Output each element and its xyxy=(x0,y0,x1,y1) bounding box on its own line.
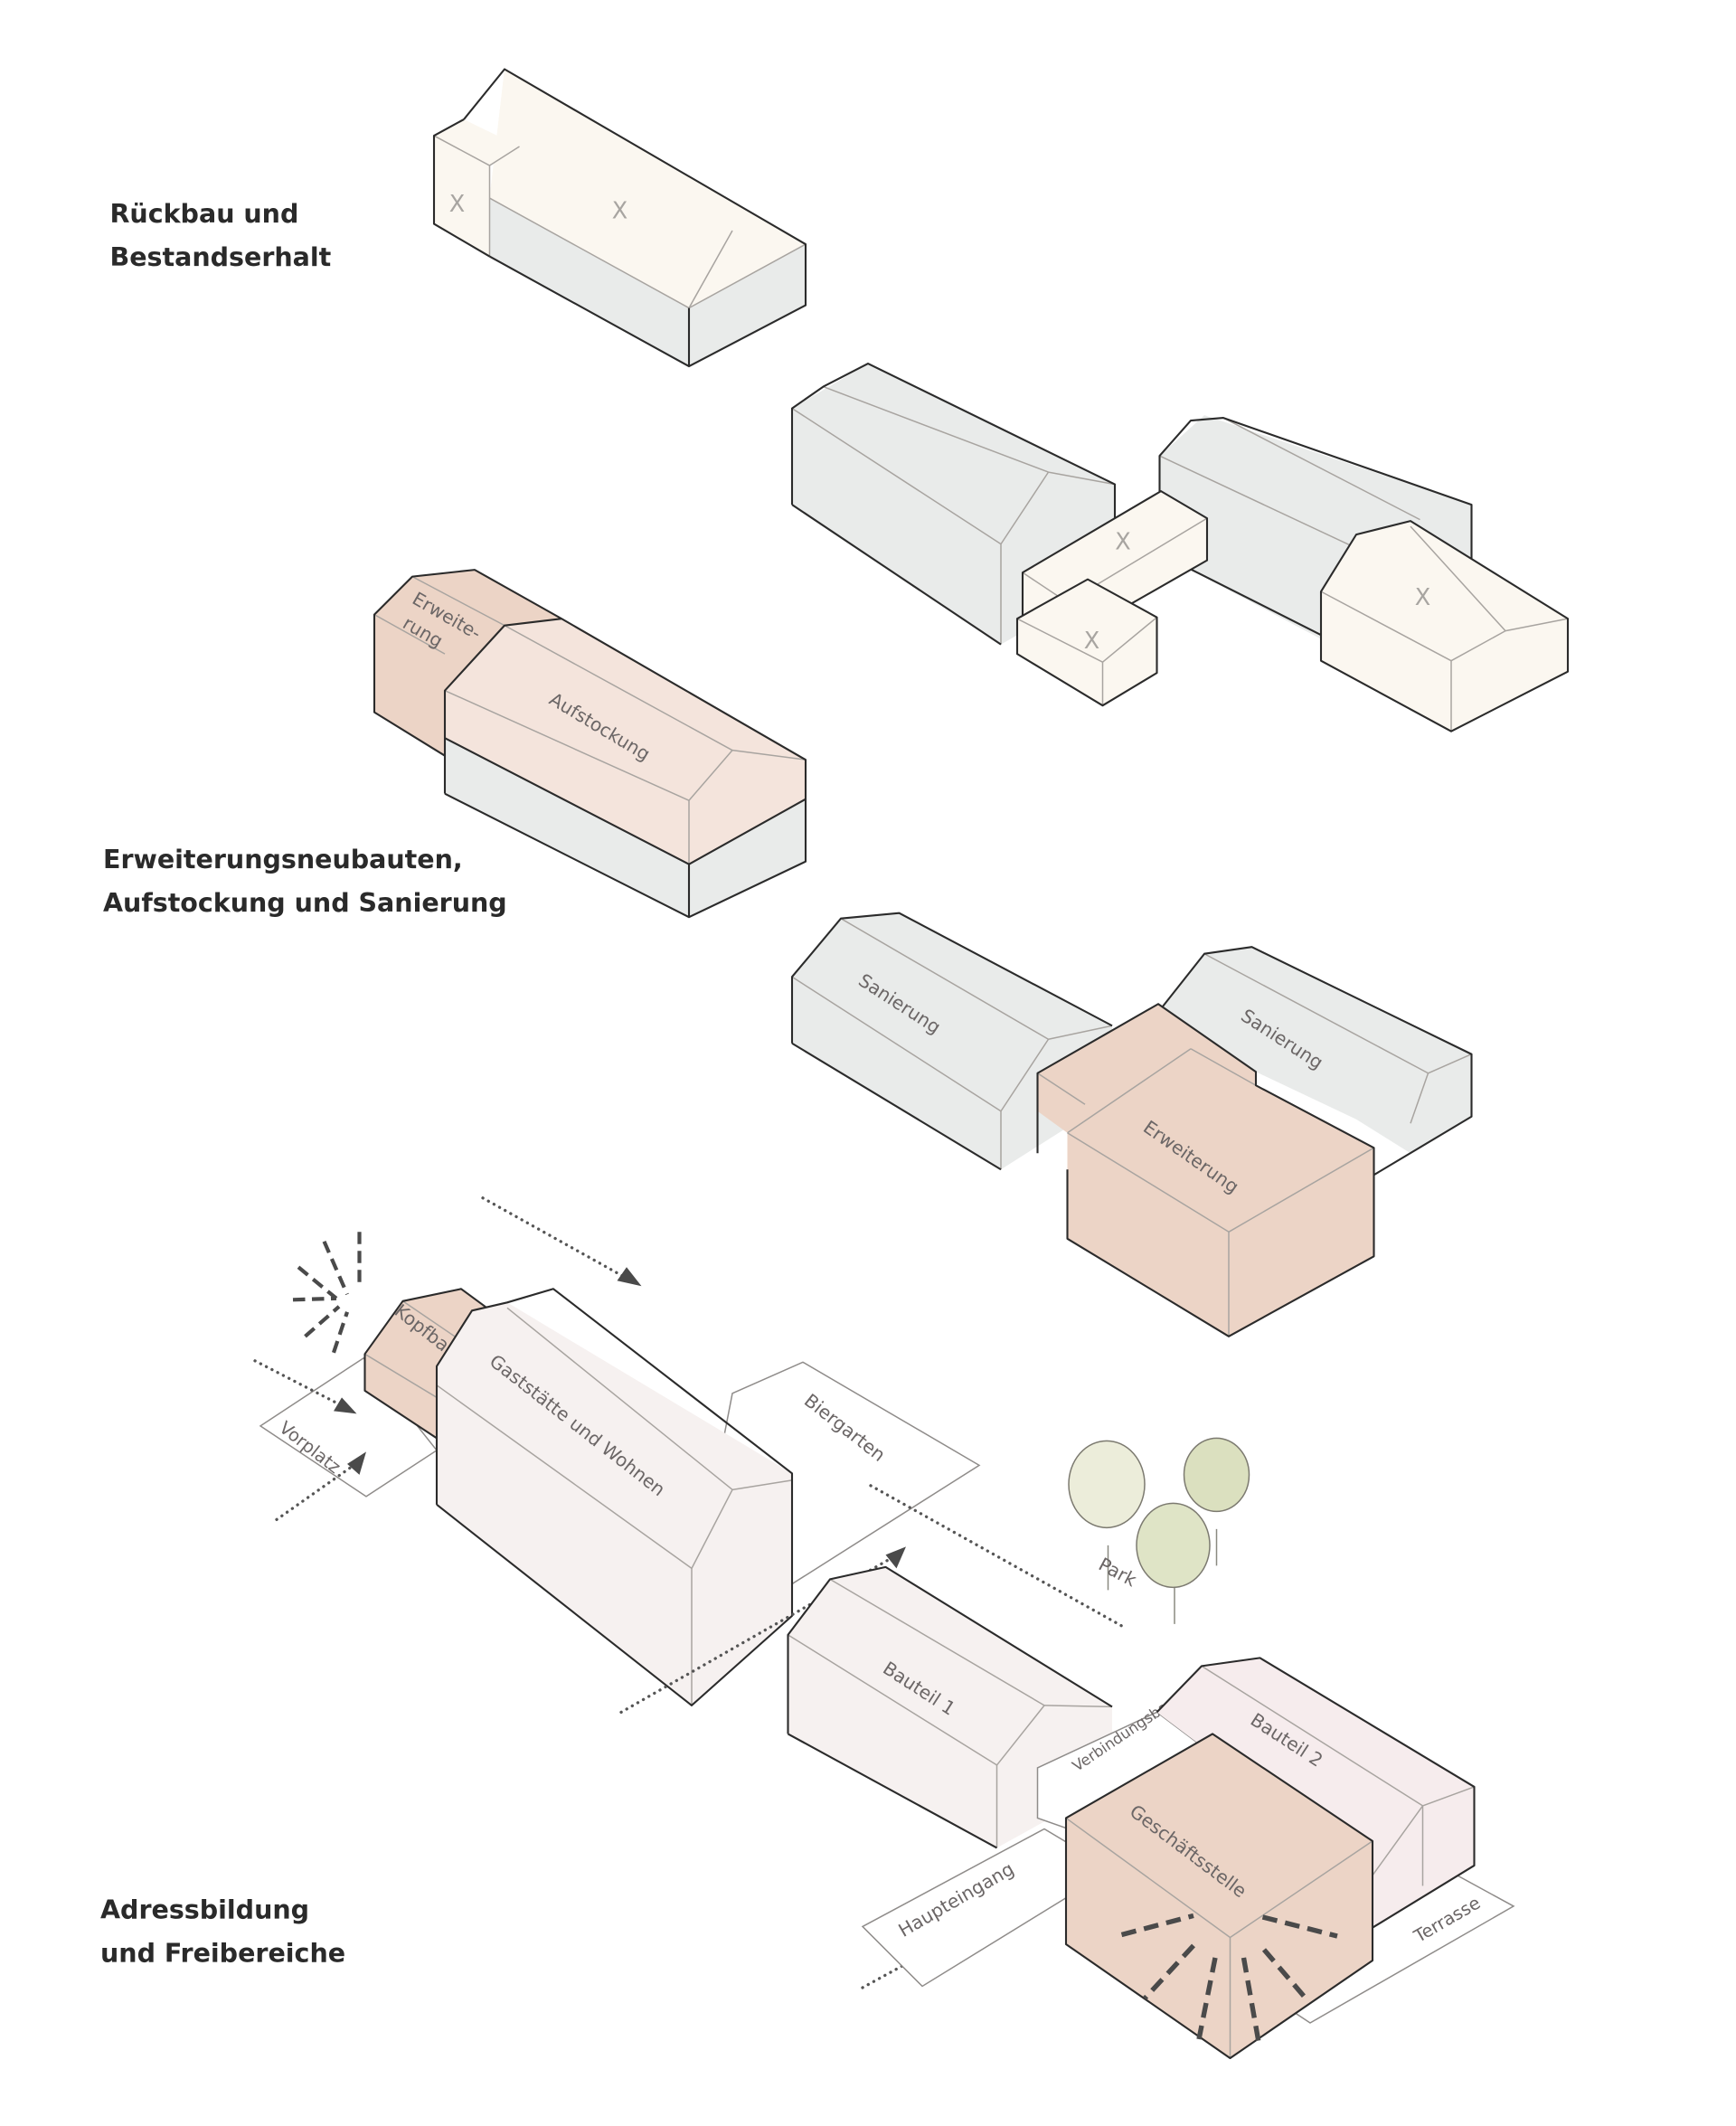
building-demolished-gable: X xyxy=(1319,520,1570,732)
section-2-heading: Erweiterungsneubauten, Aufstockung und S… xyxy=(103,845,507,918)
building-demolished-long: X X xyxy=(432,68,807,368)
section-2-heading-line2: Aufstockung und Sanierung xyxy=(103,888,507,918)
section-1-heading-line1: Rückbau und xyxy=(109,199,298,229)
highlight-rays-kopfbau xyxy=(292,1232,362,1354)
arrow-icon xyxy=(347,1451,366,1475)
arrow-icon xyxy=(334,1397,357,1414)
highlight-rays-entrance xyxy=(1120,1913,1338,2043)
section-1-heading-line2: Bestandserhalt xyxy=(109,242,331,272)
section-3-heading-line2: und Freibereiche xyxy=(100,1938,345,1968)
building-bauteil-1: Bauteil 1 xyxy=(787,1565,1113,1849)
building-geschaeftsstelle: Geschäftsstelle xyxy=(1064,1733,1374,2060)
arrow-icon xyxy=(617,1267,642,1287)
section-3-heading: Adressbildung und Freibereiche xyxy=(100,1895,345,1968)
demolish-mark: X xyxy=(1115,529,1130,556)
building-bauteil-2: Bauteil 2 xyxy=(1156,1657,1476,1931)
park-trees: Park xyxy=(1068,1437,1250,1624)
arrow-icon xyxy=(885,1546,906,1569)
section-2-heading-line1: Erweiterungsneubauten, xyxy=(103,845,463,874)
demolish-mark: X xyxy=(1084,628,1099,655)
demolish-mark: X xyxy=(612,198,627,225)
section-1-heading: Rückbau und Bestandserhalt xyxy=(109,199,331,272)
tree-icon xyxy=(1068,1440,1146,1529)
demolish-mark: X xyxy=(449,191,465,218)
tree-icon xyxy=(1183,1437,1250,1513)
label-park: Park xyxy=(1095,1554,1140,1592)
building-sanierung-right: Sanierung xyxy=(1157,946,1473,1176)
building-demolished-small: X xyxy=(1015,578,1158,707)
section-3-heading-line1: Adressbildung xyxy=(100,1895,309,1924)
tree-icon xyxy=(1136,1502,1211,1589)
building-sanierung-left: Sanierung xyxy=(790,912,1113,1171)
building-gaststaette: Gaststätte und Wohnen xyxy=(435,1288,794,1706)
building-extension-aufstockung: Erweite- rung Aufstockung xyxy=(373,569,807,919)
demolish-mark: X xyxy=(1415,584,1430,611)
building-extension-erweiterung: Erweiterung xyxy=(1036,1003,1375,1337)
